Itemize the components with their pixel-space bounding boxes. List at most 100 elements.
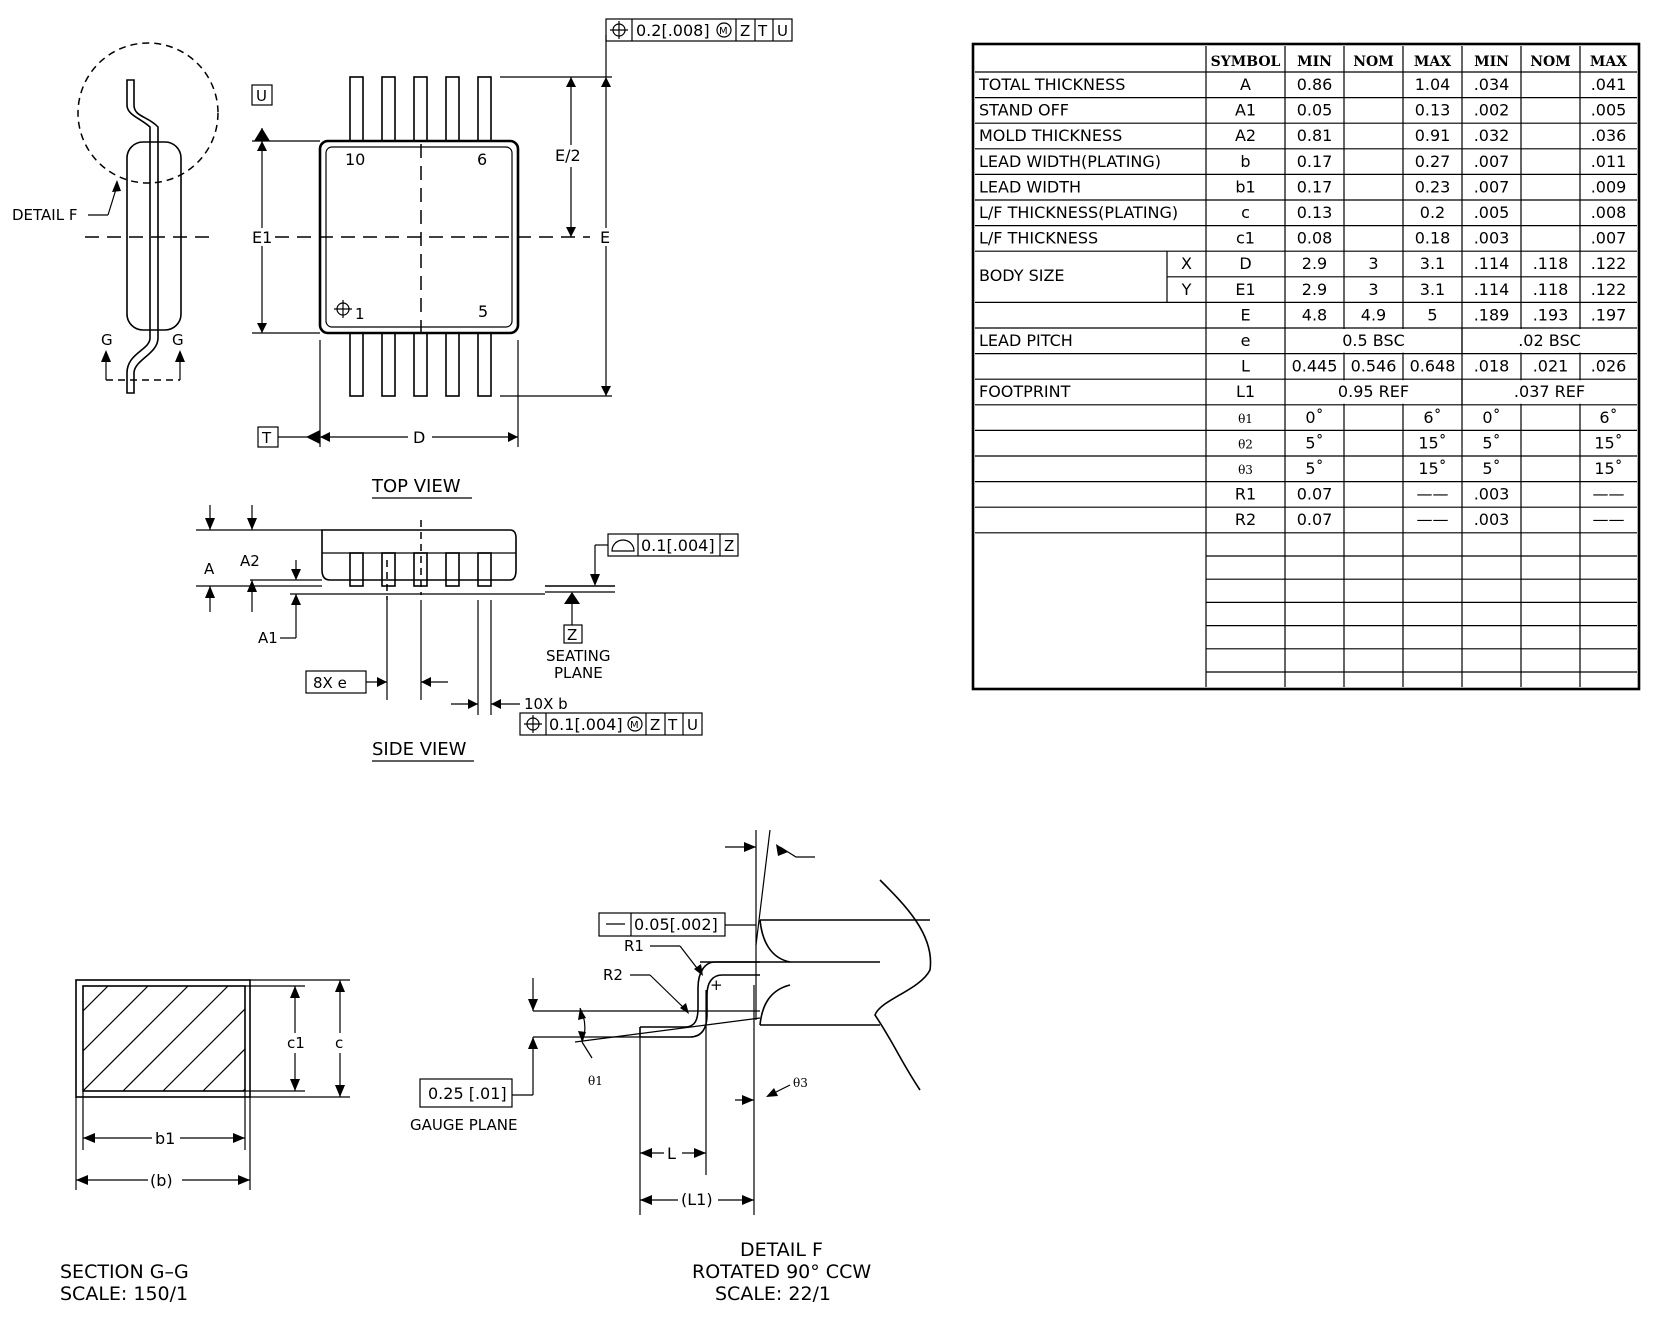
- dim-A1: A1: [258, 629, 278, 647]
- top-view: 10 6 1 5 E1 U: [250, 18, 793, 499]
- pin-number-6: 6: [477, 150, 487, 169]
- table-symbol: e: [1241, 331, 1251, 350]
- table-mm-value: 0˚: [1305, 408, 1323, 427]
- fcf-top-modifier: M: [719, 26, 728, 37]
- profile-fcf-value: 0.1[.004]: [641, 536, 715, 555]
- table-row-label: L/F THICKNESS: [979, 229, 1098, 248]
- gauge-plane-value: 0.25 [.01]: [428, 1084, 507, 1103]
- table-header-max: MAX: [1590, 54, 1627, 70]
- label-theta1: θ1: [588, 1074, 603, 1088]
- flatness-fcf-value: 0.05[.002]: [634, 915, 718, 934]
- table-mm-value: 3: [1368, 280, 1378, 299]
- table-inch-span: .037 REF: [1514, 382, 1585, 401]
- table-inch-value: .041: [1591, 75, 1627, 94]
- table-mm-value: 0.81: [1297, 126, 1333, 145]
- pin1-marker-icon: [334, 300, 352, 318]
- table-row-label: LEAD PITCH: [979, 331, 1073, 350]
- fcf-top-ref-1: Z: [740, 22, 750, 40]
- table-inch-value: .021: [1533, 357, 1569, 376]
- table-mm-value: ——: [1417, 485, 1449, 504]
- table-row-label: BODY SIZE: [979, 266, 1065, 285]
- table-row-label: MOLD THICKNESS: [979, 126, 1122, 145]
- detail-f-caption-1: DETAIL F: [740, 1239, 823, 1261]
- dim-L: L: [667, 1144, 676, 1163]
- table-inch-value: 5˚: [1482, 459, 1500, 478]
- table-header-min: MIN: [1474, 54, 1509, 70]
- pitch-dim-box: [305, 670, 367, 694]
- table-inch-value: .032: [1474, 126, 1510, 145]
- table-inch-value: .118: [1533, 254, 1569, 273]
- table-symbol: A: [1240, 75, 1251, 94]
- table-mm-value: 0.445: [1292, 357, 1338, 376]
- table-inch-value: .007: [1474, 177, 1510, 196]
- datum-Z: Z: [567, 626, 577, 644]
- table-inch-value: 15˚: [1594, 459, 1622, 478]
- table-symbol: E: [1240, 305, 1250, 324]
- dim-L1: (L1): [681, 1190, 713, 1209]
- table-symbol: A1: [1235, 101, 1256, 120]
- table-header-nom: NOM: [1530, 54, 1571, 70]
- side-view: A A2 A1 Z SEATING PLANE 0.1[.004] Z: [196, 505, 739, 762]
- bottom-leads: [349, 332, 492, 397]
- table-mm-value: 0.08: [1297, 229, 1333, 248]
- datum-Z-box: [563, 624, 583, 644]
- pin-number-1: 1: [355, 305, 365, 323]
- side-view-title: SIDE VIEW: [372, 739, 467, 760]
- seating-plane-label-1: SEATING: [546, 647, 611, 665]
- table-inch-value: .122: [1591, 280, 1627, 299]
- table-header-nom: NOM: [1353, 54, 1394, 70]
- table-symbol: b: [1240, 152, 1250, 171]
- table-mm-span: 0.95 REF: [1338, 382, 1409, 401]
- table-inch-value: ——: [1593, 485, 1625, 504]
- table-mm-value: 0.27: [1415, 152, 1451, 171]
- dim-A: A: [204, 560, 215, 578]
- table-inch-value: .036: [1591, 126, 1627, 145]
- detail-f-caption-3: SCALE: 22/1: [715, 1283, 831, 1305]
- table-mm-value: 3: [1368, 254, 1378, 273]
- table-header-symbol: SYMBOL: [1211, 54, 1281, 70]
- table-mm-value: 0.17: [1297, 177, 1333, 196]
- table-symbol: R2: [1235, 510, 1256, 529]
- dim-b1: b1: [155, 1129, 175, 1148]
- table-inch-value: 5˚: [1482, 433, 1500, 452]
- section-gg-caption-2: SCALE: 150/1: [60, 1283, 188, 1305]
- table-inch-value: .018: [1474, 357, 1510, 376]
- table-inch-value: .003: [1474, 510, 1510, 529]
- table-mm-value: 4.9: [1361, 305, 1386, 324]
- table-symbol: L: [1241, 357, 1250, 376]
- table-symbol: R1: [1235, 485, 1256, 504]
- table-row-label: LEAD WIDTH(PLATING): [979, 152, 1161, 171]
- section-mark-G-right: G: [172, 331, 184, 349]
- table-mm-value: 0.648: [1410, 357, 1456, 376]
- table-mm-value: 5: [1427, 305, 1437, 324]
- table-inch-value: .003: [1474, 229, 1510, 248]
- table-mm-value: 0.07: [1297, 510, 1333, 529]
- table-inch-value: .011: [1591, 152, 1627, 171]
- table-mm-value: 0.05: [1297, 101, 1333, 120]
- table-inch-value: .122: [1591, 254, 1627, 273]
- table-inch-value: .003: [1474, 485, 1510, 504]
- gauge-plane-label: GAUGE PLANE: [410, 1116, 517, 1134]
- table-mm-value: ——: [1417, 510, 1449, 529]
- table-inch-value: .114: [1474, 280, 1510, 299]
- fcf-top-ref-2: T: [757, 22, 768, 40]
- table-header-min: MIN: [1297, 54, 1332, 70]
- fcf-side-ref-2: T: [667, 716, 678, 734]
- table-mm-value: 0.23: [1415, 177, 1451, 196]
- dim-E-half: E/2: [555, 146, 581, 165]
- fcf-side-value: 0.1[.004]: [549, 715, 623, 734]
- section-gg-caption-1: SECTION G–G: [60, 1261, 189, 1283]
- label-R2: R2: [603, 966, 623, 984]
- table-row-label: STAND OFF: [979, 101, 1069, 120]
- detail-f-caption-2: ROTATED 90° CCW: [692, 1261, 871, 1283]
- datum-T: T: [261, 429, 272, 447]
- fcf-side-ref-1: Z: [650, 716, 660, 734]
- top-leads: [349, 76, 492, 142]
- table-mm-value: 1.04: [1415, 75, 1451, 94]
- dim-c1: c1: [287, 1034, 305, 1052]
- table-inch-value: .009: [1591, 177, 1627, 196]
- dim-D: D: [413, 428, 425, 447]
- table-mm-value: 0.13: [1415, 101, 1451, 120]
- datum-U-box: [251, 84, 273, 106]
